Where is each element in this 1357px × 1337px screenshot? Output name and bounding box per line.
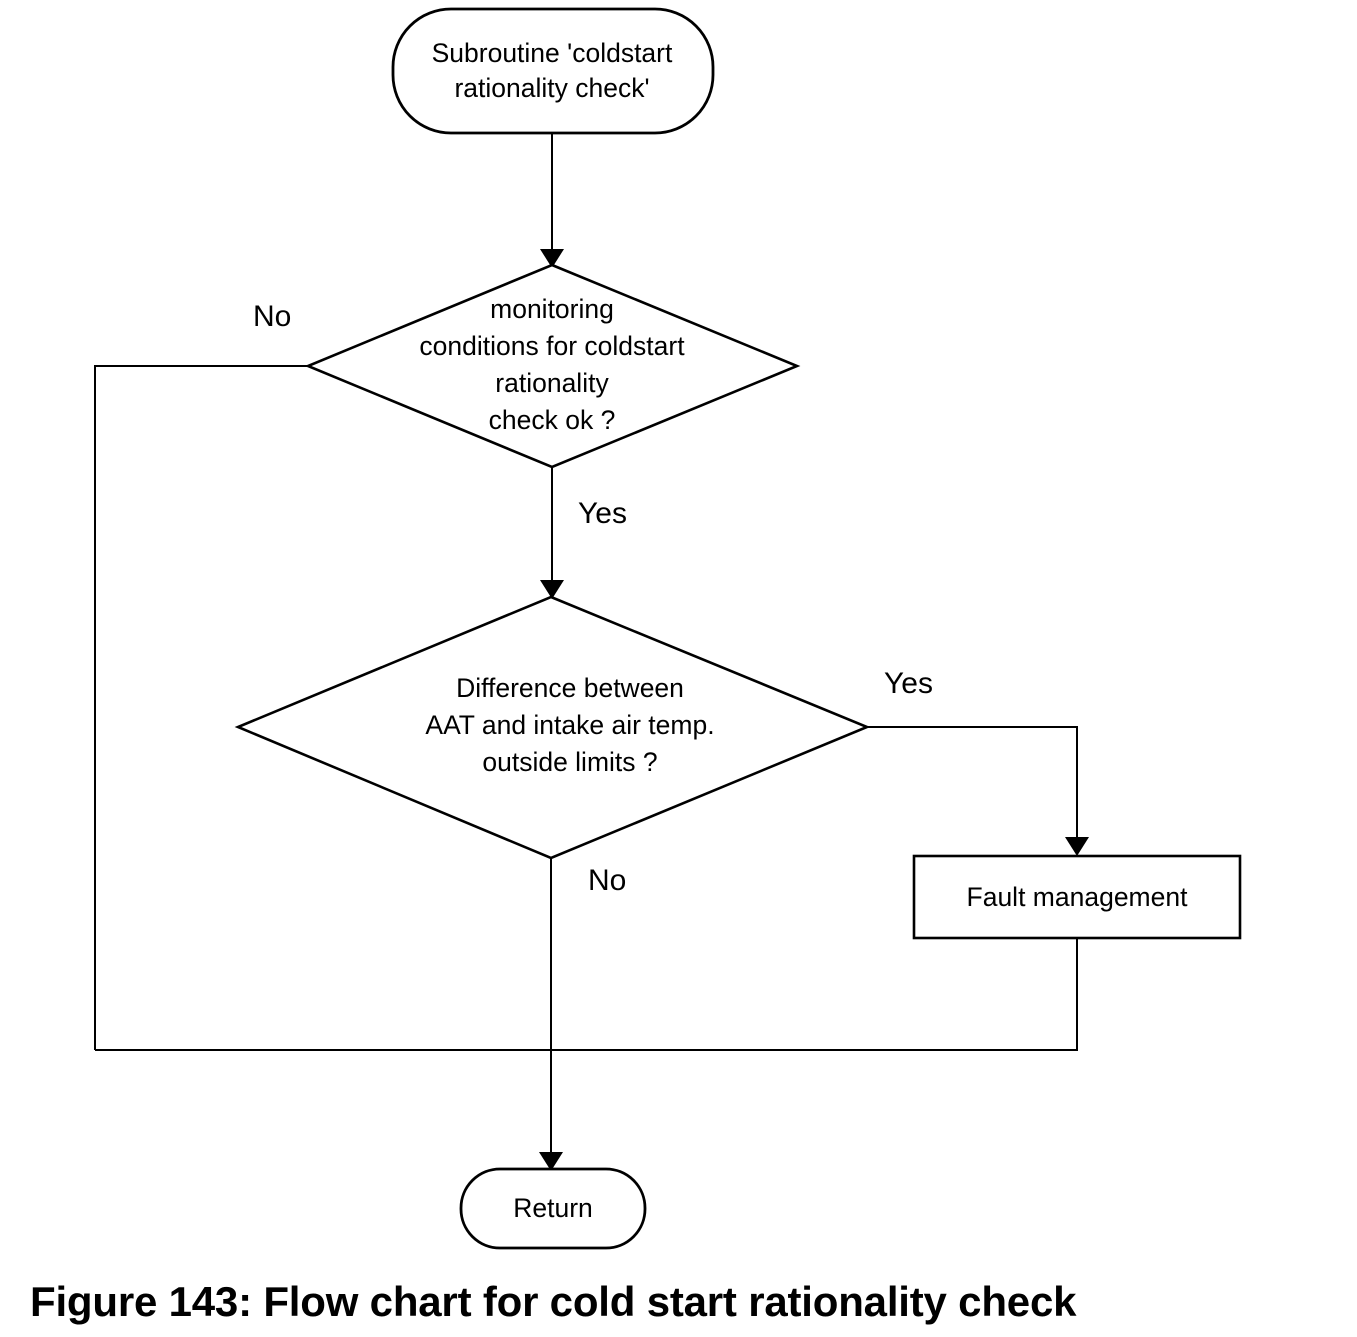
edge-label-monitoring-yes: Yes	[578, 497, 627, 530]
decision-monitoring-label-line3: rationality	[495, 368, 609, 398]
node-start[interactable]: Subroutine 'coldstart rationality check'	[391, 7, 715, 135]
arrow-head-icon	[540, 249, 564, 268]
node-return[interactable]: Return	[459, 1167, 647, 1250]
node-fault-management[interactable]: Fault management	[912, 854, 1242, 940]
fault-management-label: Fault management	[967, 882, 1189, 912]
decision-monitoring-label-line4: check ok ?	[489, 405, 616, 435]
edge-fault-to-merge	[95, 938, 1078, 1051]
edge-start-to-monitoring	[540, 133, 564, 268]
edge-label-difference-no: No	[588, 864, 626, 897]
start-label-line1: Subroutine 'coldstart	[432, 38, 673, 68]
start-label-line2: rationality check'	[454, 73, 649, 103]
decision-monitoring-label-line2: conditions for coldstart	[419, 331, 685, 361]
return-label: Return	[513, 1193, 593, 1223]
edge-difference-no-to-return	[539, 858, 563, 1171]
edge-label-monitoring-no: No	[253, 300, 291, 333]
figure-caption: Figure 143: Flow chart for cold start ra…	[30, 1278, 1077, 1325]
edge-line	[95, 938, 1078, 1051]
edge-difference-yes-to-fault	[867, 726, 1089, 856]
decision-monitoring-shape	[304, 263, 801, 469]
arrow-head-icon	[540, 580, 564, 599]
node-decision-difference[interactable]: Difference between AAT and intake air te…	[234, 595, 871, 860]
decision-monitoring-label-line1: monitoring	[490, 294, 614, 324]
start-terminator-shape	[391, 7, 715, 135]
edge-label-difference-yes: Yes	[884, 667, 933, 700]
edge-monitoring-no-loop	[94, 365, 308, 1050]
decision-difference-shape	[234, 595, 871, 860]
node-decision-monitoring[interactable]: monitoring conditions for coldstart rati…	[304, 263, 801, 469]
decision-difference-label-line3: outside limits ?	[482, 747, 657, 777]
edge-line	[94, 365, 308, 1050]
return-terminator-shape	[459, 1167, 647, 1250]
arrow-head-icon	[539, 1152, 563, 1171]
edge-monitoring-yes-to-difference	[540, 467, 564, 599]
arrow-head-icon	[1065, 837, 1089, 856]
decision-difference-label-line2: AAT and intake air temp.	[425, 710, 714, 740]
decision-difference-label-line1: Difference between	[456, 673, 684, 703]
fault-management-shape	[912, 854, 1242, 940]
edge-line	[867, 726, 1078, 843]
